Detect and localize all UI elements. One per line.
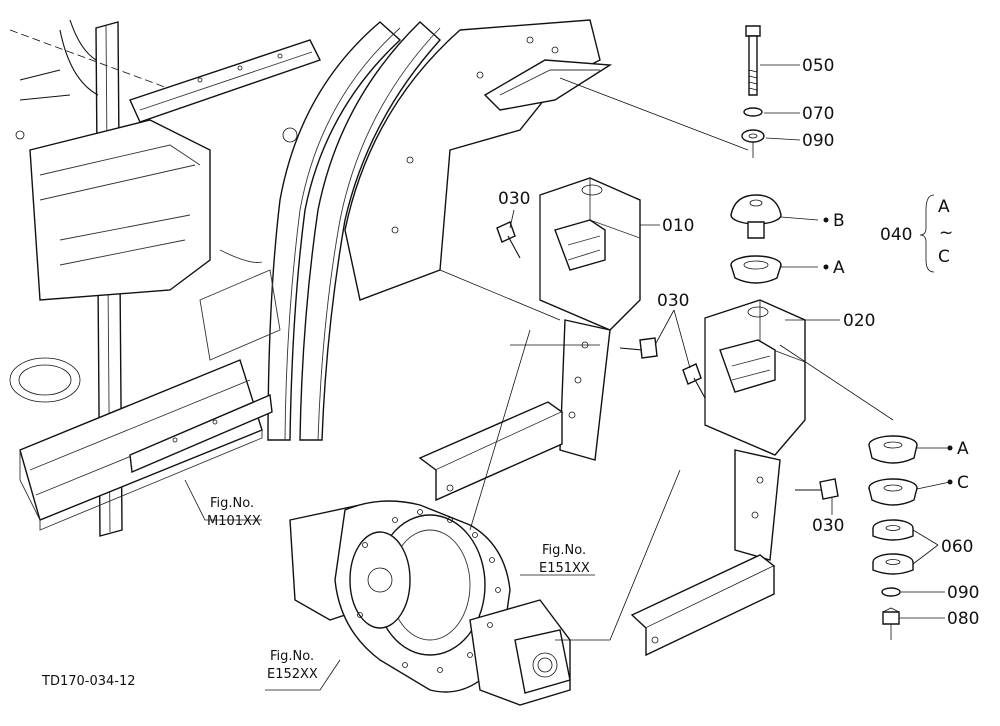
label-070: 070	[802, 104, 834, 124]
label-080: 080	[947, 609, 979, 629]
bracket-010	[418, 177, 641, 502]
figref-m101-line1: Fig.No.	[210, 496, 254, 511]
range-tilde: ~	[939, 223, 953, 243]
figref-e151-line2: E151XX	[539, 561, 590, 576]
bolt-030-mid	[619, 337, 658, 359]
figref-m101-line2: M101XX	[207, 514, 261, 529]
bolt-030-bottom	[795, 478, 839, 500]
range-letter-top: A	[938, 197, 950, 217]
label-090-top: 090	[802, 131, 834, 151]
drawing-id: TD170-034-12	[41, 674, 136, 689]
label-030-mid: 030	[657, 291, 689, 311]
leader-lines	[184, 64, 951, 691]
transmission-housing	[289, 329, 681, 706]
label-050: 050	[802, 56, 834, 76]
label-090-bottom: 090	[947, 583, 979, 603]
leader-dots	[823, 217, 953, 485]
label-020: 020	[843, 311, 875, 331]
label-030-top: 030	[498, 189, 530, 209]
rubber-mount-upper-a	[730, 255, 782, 284]
label-060: 060	[941, 537, 973, 557]
bolt-stack-top	[559, 25, 765, 158]
label-040: 040	[880, 225, 912, 245]
range-brace	[919, 194, 935, 273]
frame-assembly	[9, 19, 613, 537]
rubber-mount-upper-b	[730, 194, 782, 239]
figref-e151-line1: Fig.No.	[542, 543, 586, 558]
letter-c-lower: C	[957, 473, 969, 493]
range-letter-bottom: C	[938, 247, 950, 267]
figref-e152-line2: E152XX	[267, 667, 318, 682]
mount-stack-lower	[779, 344, 918, 640]
label-010: 010	[662, 216, 694, 236]
letter-b-upper: B	[833, 211, 845, 231]
letter-a-upper: A	[833, 258, 845, 278]
figref-e152-line1: Fig.No.	[270, 649, 314, 664]
bracket-020	[630, 299, 806, 657]
letter-a-lower: A	[957, 439, 969, 459]
label-030-bottom: 030	[812, 516, 844, 536]
